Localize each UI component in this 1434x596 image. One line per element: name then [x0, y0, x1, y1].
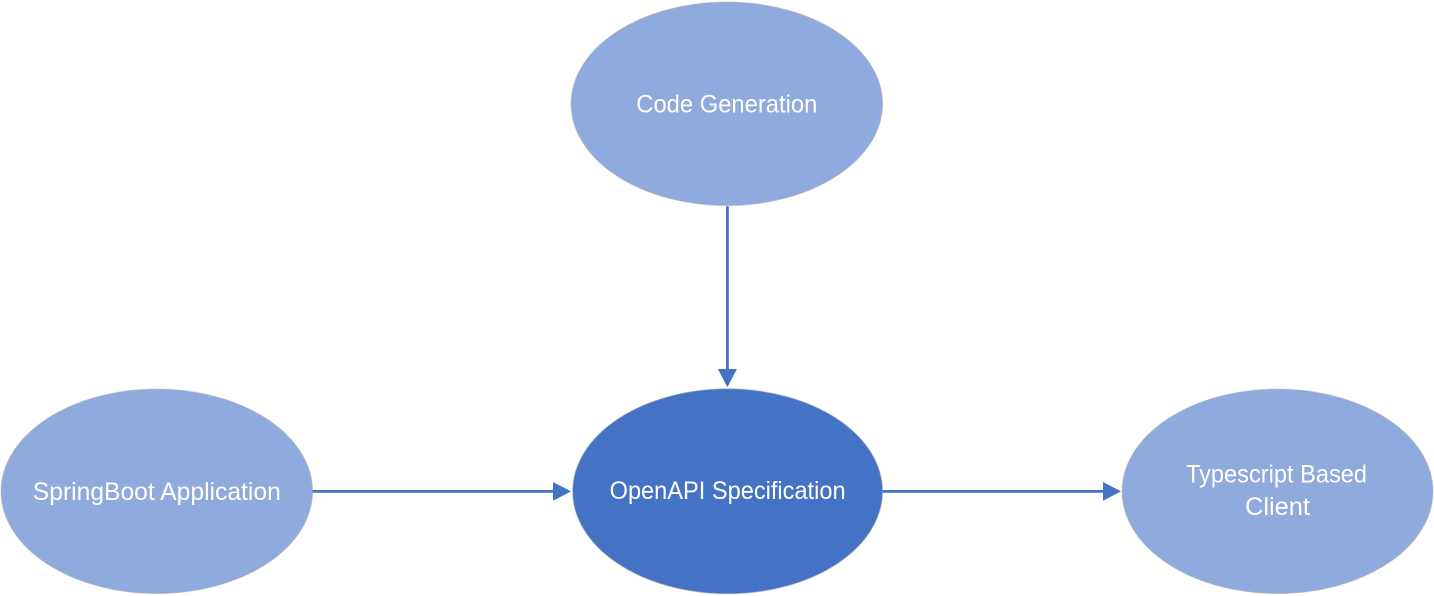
svg-text:Typescript Based: Typescript Based	[1186, 461, 1367, 489]
svg-text:OpenAPI Specification: OpenAPI Specification	[610, 477, 846, 505]
svg-text:Code Generation: Code Generation	[636, 91, 817, 119]
svg-text:SpringBoot Application: SpringBoot Application	[33, 478, 281, 506]
svg-text:Client: Client	[1245, 493, 1310, 521]
